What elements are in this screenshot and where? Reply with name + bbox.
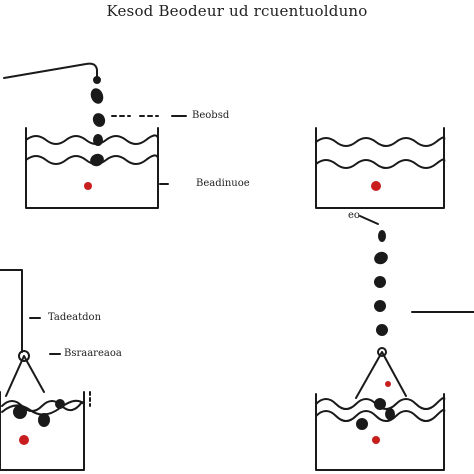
droplet-icon [93, 134, 103, 146]
droplet-icon [84, 182, 92, 190]
label-top-right-small: eo [348, 210, 360, 221]
droplet-icon [374, 276, 386, 288]
label-top-left-upper: Beobsd [192, 110, 230, 121]
diagram-title: Kesod Beodeur ud rcuentuolduno [106, 2, 368, 20]
droplet-icon [371, 181, 381, 191]
droplet-icon [385, 381, 391, 387]
beaker-icon [315, 127, 446, 209]
droplet-icon [13, 405, 27, 419]
droplet-icon [376, 324, 388, 336]
droplet-icon [90, 153, 104, 167]
funnel-icon [0, 269, 45, 397]
dropper-tube-icon [3, 62, 101, 84]
droplet-icon [378, 230, 386, 242]
label-bottom-left-lower: Bsraareaoa [64, 348, 122, 359]
droplet-icon [385, 408, 395, 420]
label-bottom-left-upper: Tadeatdon [48, 312, 102, 323]
droplet-icon [55, 399, 65, 409]
droplet-icon [38, 413, 50, 427]
droplet-icon [374, 251, 388, 265]
droplet-icon [374, 398, 386, 410]
beaker-icon [0, 391, 85, 471]
droplet-icon [90, 88, 104, 104]
droplet-icon [19, 435, 29, 445]
beaker-icon [315, 393, 446, 471]
funnel-icon [355, 347, 407, 399]
beaker-icon [25, 127, 159, 209]
droplet-icon [356, 418, 368, 430]
label-top-left-lower: Beadinuoe [196, 178, 250, 189]
droplet-icon [374, 300, 386, 312]
droplet-icon [372, 436, 380, 444]
droplet-icon [92, 113, 106, 127]
